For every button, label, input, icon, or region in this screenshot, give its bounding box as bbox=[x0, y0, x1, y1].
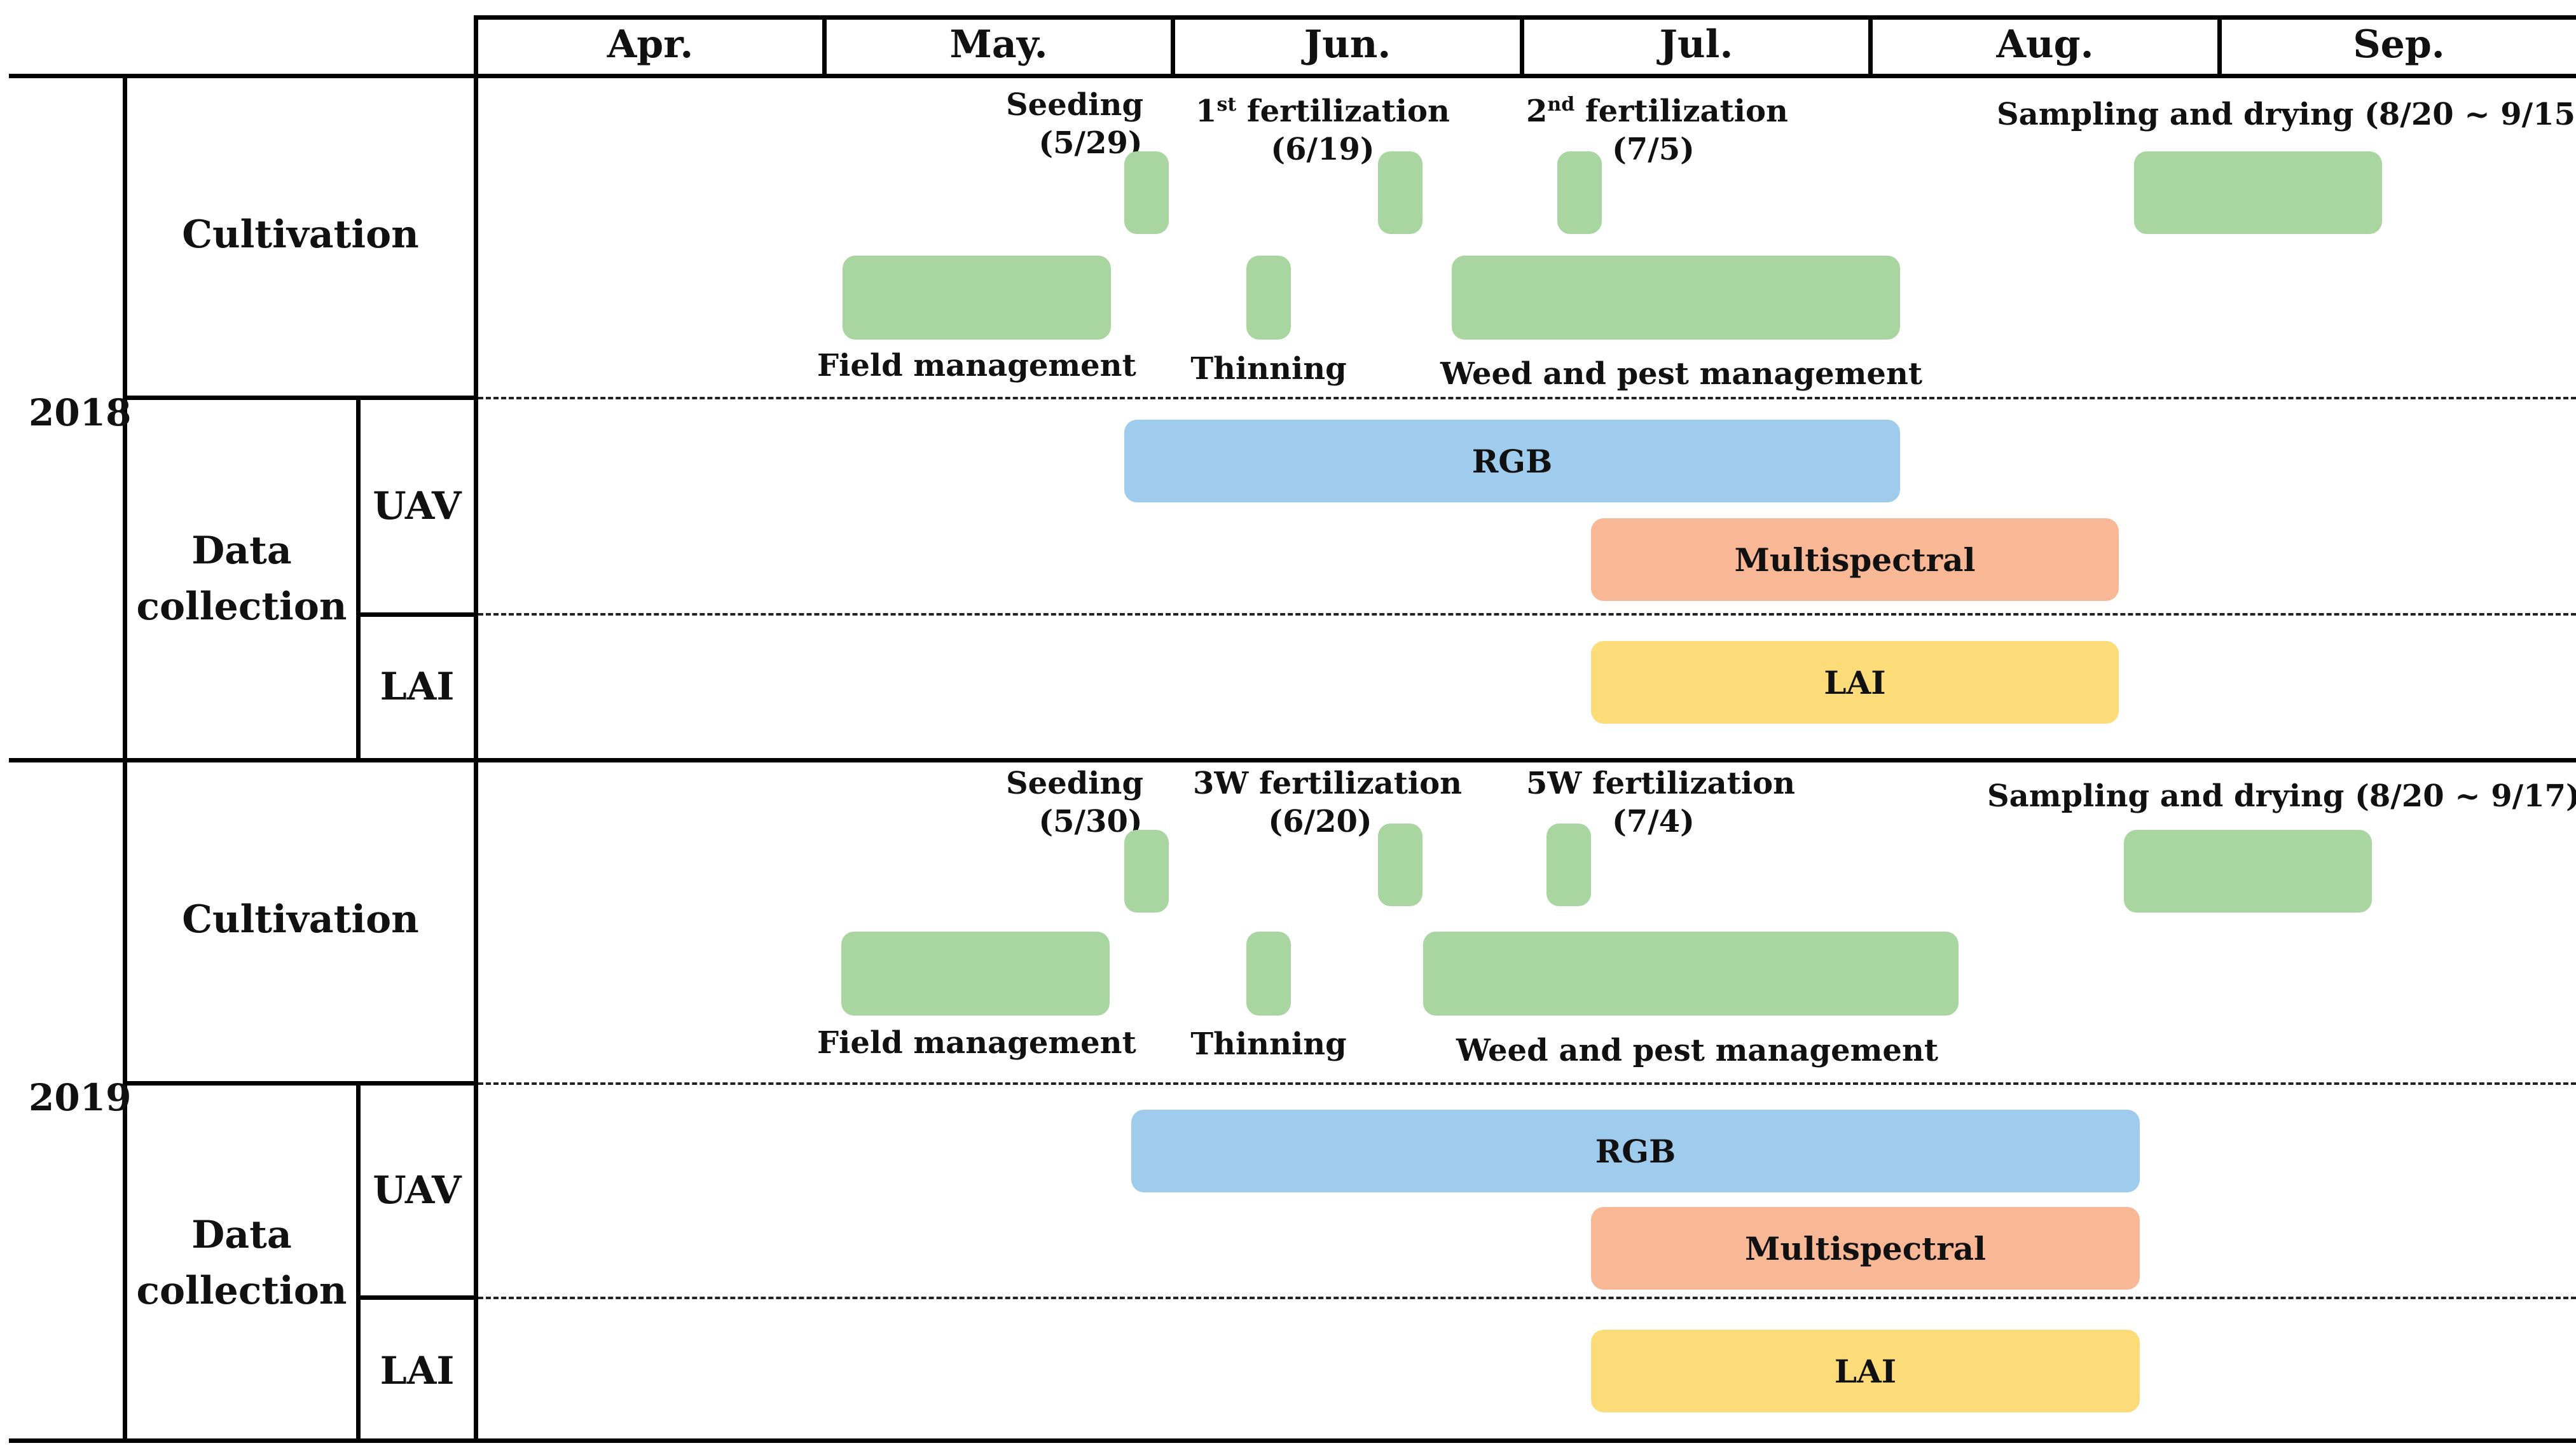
thinning-bar-2018 bbox=[1246, 256, 1291, 340]
dashed-separator bbox=[478, 1297, 2576, 1299]
uav-label-2019: UAV bbox=[373, 1168, 462, 1213]
dashed-separator bbox=[478, 613, 2576, 616]
cultivation-bottom-border-2018 bbox=[123, 396, 476, 400]
data-collection-label-2019: Data collection bbox=[136, 1213, 347, 1313]
subcategory-border-2018 bbox=[356, 397, 361, 762]
month-header-aug: Aug. bbox=[1996, 22, 2094, 67]
rgb-bar-2018: RGB bbox=[1124, 420, 1900, 502]
second-fertilization-note-2018: 2nd fertilization (7/5) bbox=[1526, 93, 1788, 167]
field-management-label-2019: Field management bbox=[817, 1025, 1136, 1061]
dashed-separator bbox=[478, 1082, 2576, 1085]
third-week-fertilization-bar-2019 bbox=[1378, 824, 1422, 906]
year-separator bbox=[9, 758, 2576, 762]
thinning-label-2018: Thinning bbox=[1190, 351, 1347, 387]
sampling-note-2019: Sampling and drying (8/20 ~ 9/17) bbox=[1987, 778, 2576, 814]
weed-pest-bar-2019 bbox=[1423, 932, 1959, 1016]
weed-pest-label-2018: Weed and pest management bbox=[1440, 356, 1923, 392]
uav-label-2018: UAV bbox=[373, 484, 462, 528]
rgb-bar-2019: RGB bbox=[1131, 1110, 2140, 1192]
month-divider bbox=[1868, 15, 1873, 74]
fifth-week-fertilization-bar-2019 bbox=[1546, 824, 1591, 906]
lai-label-2019: LAI bbox=[380, 1349, 455, 1393]
sampling-bar-2018 bbox=[2134, 151, 2382, 234]
month-divider bbox=[822, 15, 827, 74]
thinning-label-2019: Thinning bbox=[1190, 1026, 1347, 1062]
field-management-label-2018: Field management bbox=[817, 348, 1136, 383]
top-border bbox=[474, 15, 2576, 20]
seeding-note-2019: Seeding (5/30) bbox=[1006, 766, 1143, 839]
weed-pest-bar-2018 bbox=[1452, 256, 1900, 340]
uav-bottom-border-2019 bbox=[356, 1295, 476, 1300]
year-label-2018: 2018 bbox=[29, 391, 132, 434]
month-divider bbox=[1520, 15, 1524, 74]
dashed-separator bbox=[478, 397, 2576, 399]
fifth-week-fertilization-note-2019: 5W fertilization (7/4) bbox=[1526, 766, 1796, 839]
first-fertilization-note-2018: 1st fertilization (6/19) bbox=[1195, 93, 1450, 167]
field-management-bar-2018 bbox=[843, 256, 1111, 340]
thinning-bar-2019 bbox=[1246, 932, 1291, 1016]
header-left-border bbox=[474, 15, 478, 1443]
month-header-may: May. bbox=[949, 22, 1048, 67]
bottom-border bbox=[9, 1438, 2576, 1443]
multispectral-bar-2019: Multispectral bbox=[1591, 1207, 2140, 1290]
lai-label-2018: LAI bbox=[380, 665, 455, 709]
multispectral-bar-2018: Multispectral bbox=[1591, 518, 2119, 601]
month-header-jun: Jun. bbox=[1304, 22, 1391, 67]
year-column-border bbox=[123, 74, 127, 1443]
month-divider bbox=[2217, 15, 2222, 74]
cultivation-label-2019: Cultivation bbox=[182, 897, 419, 942]
month-divider bbox=[1171, 15, 1175, 74]
lai-bar-2018: LAI bbox=[1591, 641, 2119, 724]
second-fertilization-bar-2018 bbox=[1557, 151, 1602, 234]
weed-pest-label-2019: Weed and pest management bbox=[1456, 1033, 1939, 1068]
month-header-sep: Sep. bbox=[2353, 22, 2445, 67]
first-fertilization-bar-2018 bbox=[1378, 151, 1422, 234]
subcategory-border-2019 bbox=[356, 1083, 361, 1443]
uav-bottom-border-2018 bbox=[356, 612, 476, 617]
cultivation-label-2018: Cultivation bbox=[182, 212, 419, 257]
sampling-bar-2019 bbox=[2124, 830, 2372, 913]
third-week-fertilization-note-2019: 3W fertilization (6/20) bbox=[1193, 766, 1463, 839]
month-header-apr: Apr. bbox=[607, 22, 694, 67]
cultivation-bottom-border-2019 bbox=[123, 1081, 476, 1086]
header-bottom-border bbox=[9, 74, 2576, 78]
seeding-bar-2018 bbox=[1124, 151, 1169, 234]
month-header-jul: Jul. bbox=[1659, 22, 1733, 67]
seeding-bar-2019 bbox=[1124, 830, 1169, 913]
data-collection-label-2018: Data collection bbox=[136, 528, 347, 629]
sampling-note-2018: Sampling and drying (8/20 ~ 9/15) bbox=[1997, 97, 2576, 132]
lai-bar-2019: LAI bbox=[1591, 1330, 2140, 1412]
seeding-note-2018: Seeding (5/29) bbox=[1006, 87, 1143, 161]
field-management-bar-2019 bbox=[841, 932, 1110, 1016]
year-label-2019: 2019 bbox=[29, 1076, 132, 1119]
